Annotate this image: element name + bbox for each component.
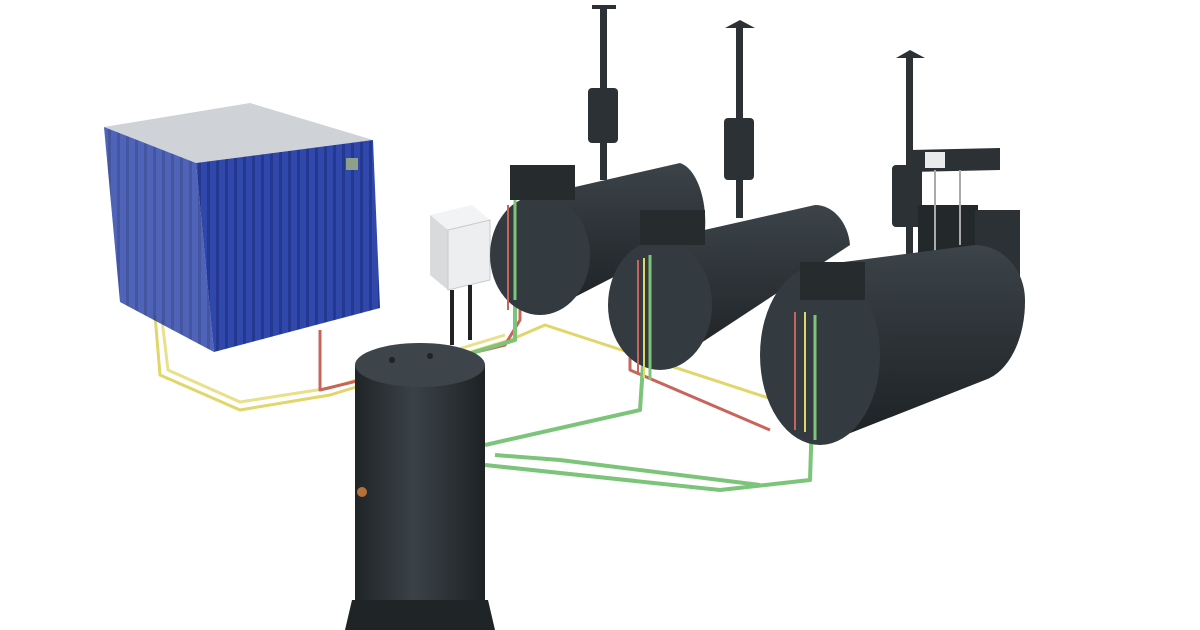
container-roof: [104, 103, 373, 163]
container-right-face: [196, 140, 380, 352]
tank-port: [357, 487, 367, 497]
pipe-green-4: [494, 453, 761, 487]
horizontal-tank-1: [490, 163, 706, 315]
electrical-cabinet: [430, 205, 491, 345]
vent-stack-3: [892, 50, 925, 270]
container-left-face: [104, 127, 214, 352]
blue-container: [104, 103, 380, 352]
vent-stacks: [588, 5, 925, 270]
vertical-tank: [345, 343, 495, 630]
horizontal-tank-2: [608, 204, 850, 380]
vent-stack-1: [588, 5, 618, 180]
container-vent-icon: [346, 158, 358, 170]
vent-stack-2: [724, 20, 755, 218]
horizontal-tank-3: [760, 245, 1026, 445]
